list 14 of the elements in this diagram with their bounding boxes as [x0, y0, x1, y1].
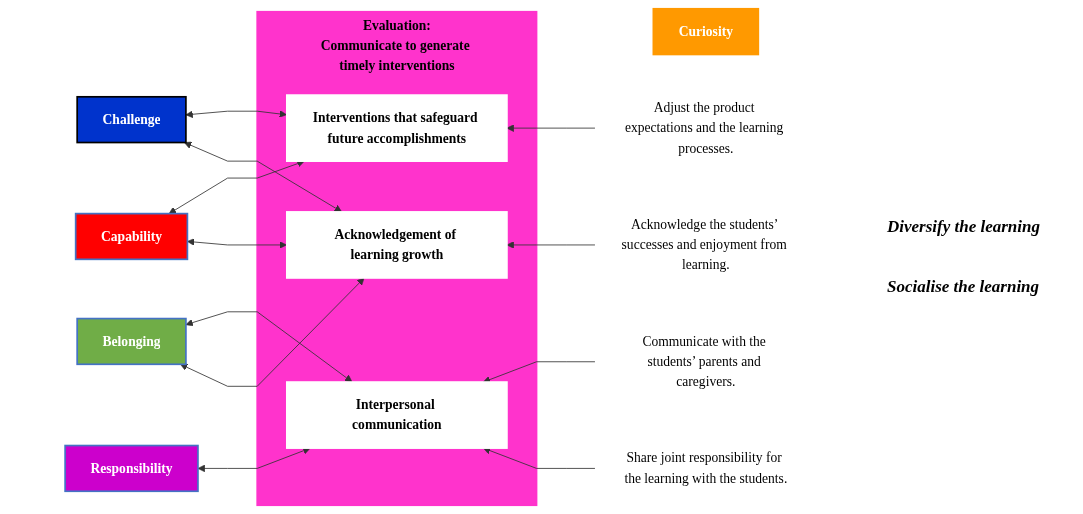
section-heading: Diversify the learning [887, 217, 1041, 237]
node-box: Interpersonal communication [286, 381, 508, 449]
node-box: Belonging [76, 317, 187, 366]
node-text: Adjust the product expectations and the learning processes. [624, 100, 784, 156]
node-box: Acknowledgement of learning growth [286, 211, 508, 279]
node-box: Curiosity [652, 7, 760, 56]
node-text: Communicate with the students’ parents and caregivers. [642, 333, 766, 389]
section-heading: Socialise the learning [887, 277, 1041, 297]
node-box: Capability [74, 212, 189, 261]
node-box: Challenge [76, 95, 187, 144]
node-text: Acknowledge the students’ successes and enjoyment from learning. [621, 217, 787, 273]
node-text: Share joint responsibility for the learning with the students. [624, 450, 788, 486]
node-box: Responsibility [64, 444, 199, 493]
node-box: Interventions that safeguard future accomplishments [286, 94, 508, 162]
